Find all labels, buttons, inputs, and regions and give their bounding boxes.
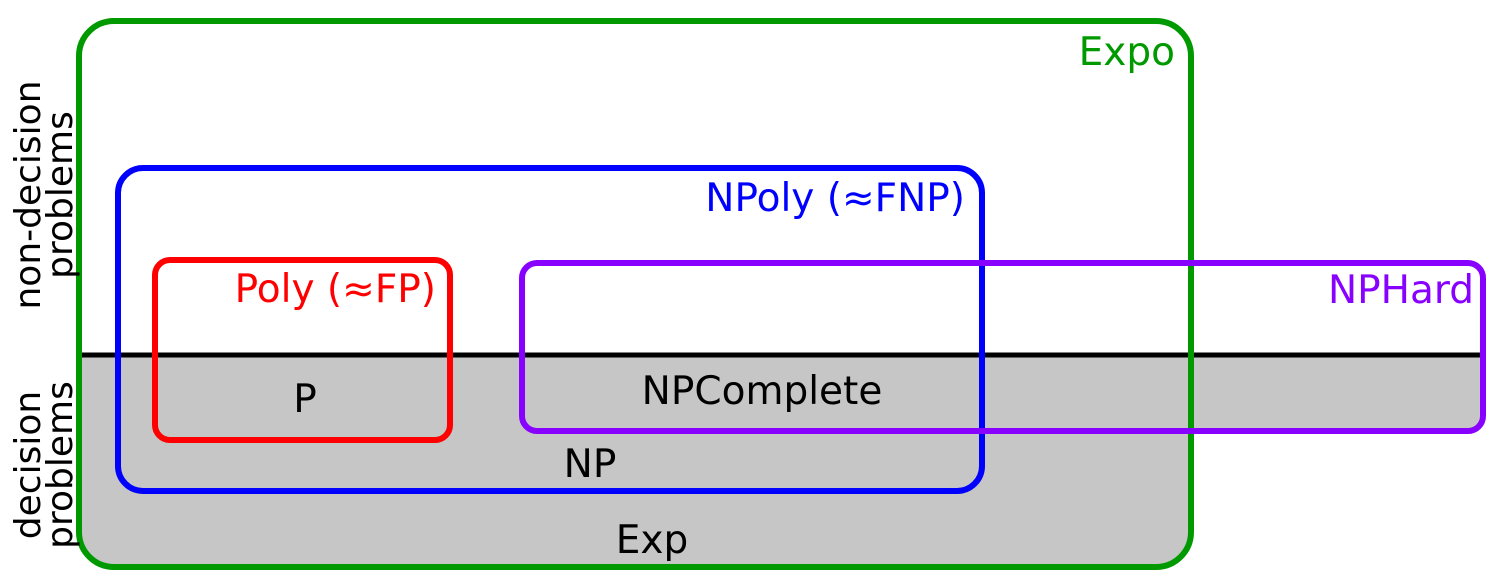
decision-problems-label: decision problems — [8, 381, 81, 549]
nphard-set-border — [519, 260, 1486, 434]
side-label-line: problems — [40, 381, 81, 549]
non-decision-problems-label: non-decision problems — [8, 80, 81, 309]
side-label-line: problems — [40, 111, 81, 279]
np-label: NP — [564, 442, 617, 487]
p-label: P — [293, 377, 317, 422]
side-label-line: non-decision — [8, 80, 49, 309]
exp-label: Exp — [616, 518, 688, 563]
poly-label: Poly (≈FP) — [235, 267, 436, 312]
nphard-label: NPHard — [1328, 268, 1474, 313]
npoly-label: NPoly (≈FNP) — [705, 176, 965, 221]
poly-set-border — [152, 257, 453, 443]
npcomplete-label: NPComplete — [642, 369, 883, 414]
npoly-set-border — [115, 165, 985, 494]
side-label-line: decision — [8, 391, 49, 539]
expo-set-border — [76, 18, 1194, 570]
decision-region-nphard — [1191, 355, 1483, 431]
expo-label: Expo — [1079, 30, 1175, 75]
decision-region-expo — [79, 355, 1191, 567]
